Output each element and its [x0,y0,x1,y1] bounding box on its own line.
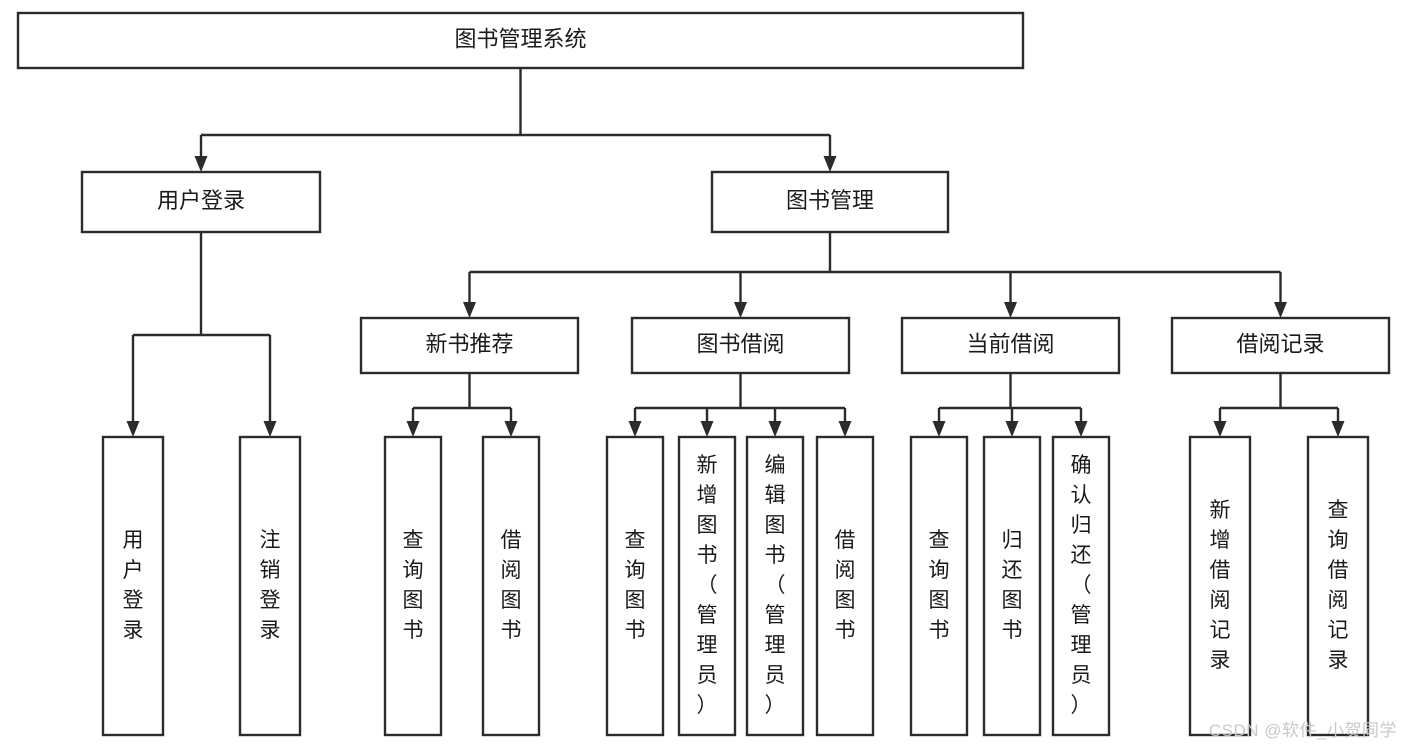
conn-new-book-recommend-arrow-1 [504,421,518,437]
node-box-current-borrow [900,316,1121,375]
node-leaf-query-record[interactable]: 查询借阅记录 [1306,435,1370,737]
node-box-leaf-borrow-book-rec [481,435,541,737]
conn-current-borrow-arrow-0 [932,421,946,437]
node-box-leaf-add-record [1188,435,1252,737]
node-box-leaf-query-book-current [909,435,969,737]
node-label-new-book-recommend: 新书推荐 [425,331,513,356]
conn-root-arrow-0 [194,156,208,172]
node-current-borrow[interactable]: 当前借阅 [900,316,1121,375]
node-label-current-borrow: 当前借阅 [966,331,1054,356]
conn-current-borrow-arrow-2 [1074,421,1088,437]
conn-book-manage-arrow-1 [734,302,747,318]
connector-layer [126,68,1345,437]
node-label-leaf-query-book-current: 查询图书 [929,529,950,642]
node-label-book-manage: 图书管理 [786,188,874,213]
node-label-book-borrow: 图书借阅 [696,331,784,356]
node-label-borrow-record: 借阅记录 [1236,331,1324,356]
node-box-borrow-record [1170,316,1391,375]
node-label-user-login: 用户登录 [157,188,245,213]
node-label-leaf-borrow-book-rec: 借阅图书 [501,529,522,642]
conn-book-borrow-arrow-2 [768,421,782,437]
node-box-leaf-user-login [101,435,165,737]
node-label-leaf-query-book-borrow: 查询图书 [625,529,646,642]
node-leaf-borrow-book[interactable]: 借阅图书 [815,435,875,737]
conn-root-arrow-1 [823,156,837,172]
node-box-book-manage [710,170,950,234]
conn-book-borrow-arrow-0 [628,421,642,437]
node-label-leaf-confirm-return: 确认归还（管理员） [1071,454,1092,717]
conn-book-borrow-arrow-1 [700,421,714,437]
node-label-leaf-edit-book: 编辑图书（管理员） [765,454,786,717]
node-book-borrow[interactable]: 图书借阅 [630,316,851,375]
node-box-leaf-query-book-rec [383,435,443,737]
conn-borrow-record-arrow-0 [1213,421,1227,437]
node-label-leaf-add-record: 新增借阅记录 [1210,499,1231,672]
node-leaf-add-book[interactable]: 新增图书（管理员） [677,435,737,737]
conn-new-book-recommend-arrow-0 [406,421,420,437]
node-leaf-confirm-return[interactable]: 确认归还（管理员） [1051,435,1111,737]
node-box-leaf-add-book [677,435,737,737]
node-layer: 图书管理系统用户登录图书管理新书推荐图书借阅当前借阅借阅记录用户登录注销登录查询… [16,11,1391,737]
node-new-book-recommend[interactable]: 新书推荐 [359,316,580,375]
node-box-leaf-edit-book [745,435,805,737]
node-label-leaf-logout: 注销登录 [260,529,281,642]
node-box-leaf-query-book-borrow [605,435,665,737]
conn-book-manage-arrow-3 [1274,302,1287,318]
node-label-leaf-borrow-book: 借阅图书 [835,529,856,642]
node-label-leaf-add-book: 新增图书（管理员） [697,454,718,717]
node-box-user-login [80,170,322,234]
node-leaf-add-record[interactable]: 新增借阅记录 [1188,435,1252,737]
node-leaf-query-book-rec[interactable]: 查询图书 [383,435,443,737]
node-box-leaf-return-book [982,435,1042,737]
conn-user-login-arrow-1 [263,421,277,437]
node-box-new-book-recommend [359,316,580,375]
node-leaf-edit-book[interactable]: 编辑图书（管理员） [745,435,805,737]
node-user-login[interactable]: 用户登录 [80,170,322,234]
conn-borrow-record-arrow-1 [1331,421,1345,437]
conn-user-login-arrow-0 [126,421,140,437]
conn-book-manage-arrow-2 [1004,302,1017,318]
node-label-leaf-user-login: 用户登录 [123,529,144,642]
node-root[interactable]: 图书管理系统 [16,11,1025,70]
conn-book-borrow-arrow-3 [838,421,852,437]
node-box-leaf-query-record [1306,435,1370,737]
node-leaf-logout[interactable]: 注销登录 [238,435,302,737]
conn-current-borrow-arrow-1 [1005,421,1019,437]
node-box-leaf-borrow-book [815,435,875,737]
node-box-root [16,11,1025,70]
node-box-book-borrow [630,316,851,375]
node-leaf-query-book-borrow[interactable]: 查询图书 [605,435,665,737]
node-box-leaf-logout [238,435,302,737]
csdn-watermark: CSDN @软件_小贺同学 [1208,721,1397,740]
node-borrow-record[interactable]: 借阅记录 [1170,316,1391,375]
node-label-leaf-query-record: 查询借阅记录 [1328,499,1349,672]
node-leaf-user-login[interactable]: 用户登录 [101,435,165,737]
node-leaf-query-book-current[interactable]: 查询图书 [909,435,969,737]
conn-book-manage-arrow-0 [463,302,476,318]
node-book-manage[interactable]: 图书管理 [710,170,950,234]
node-box-leaf-confirm-return [1051,435,1111,737]
node-label-root: 图书管理系统 [454,26,586,51]
node-leaf-borrow-book-rec[interactable]: 借阅图书 [481,435,541,737]
node-label-leaf-return-book: 归还图书 [1002,529,1023,642]
node-label-leaf-query-book-rec: 查询图书 [403,529,424,642]
node-leaf-return-book[interactable]: 归还图书 [982,435,1042,737]
